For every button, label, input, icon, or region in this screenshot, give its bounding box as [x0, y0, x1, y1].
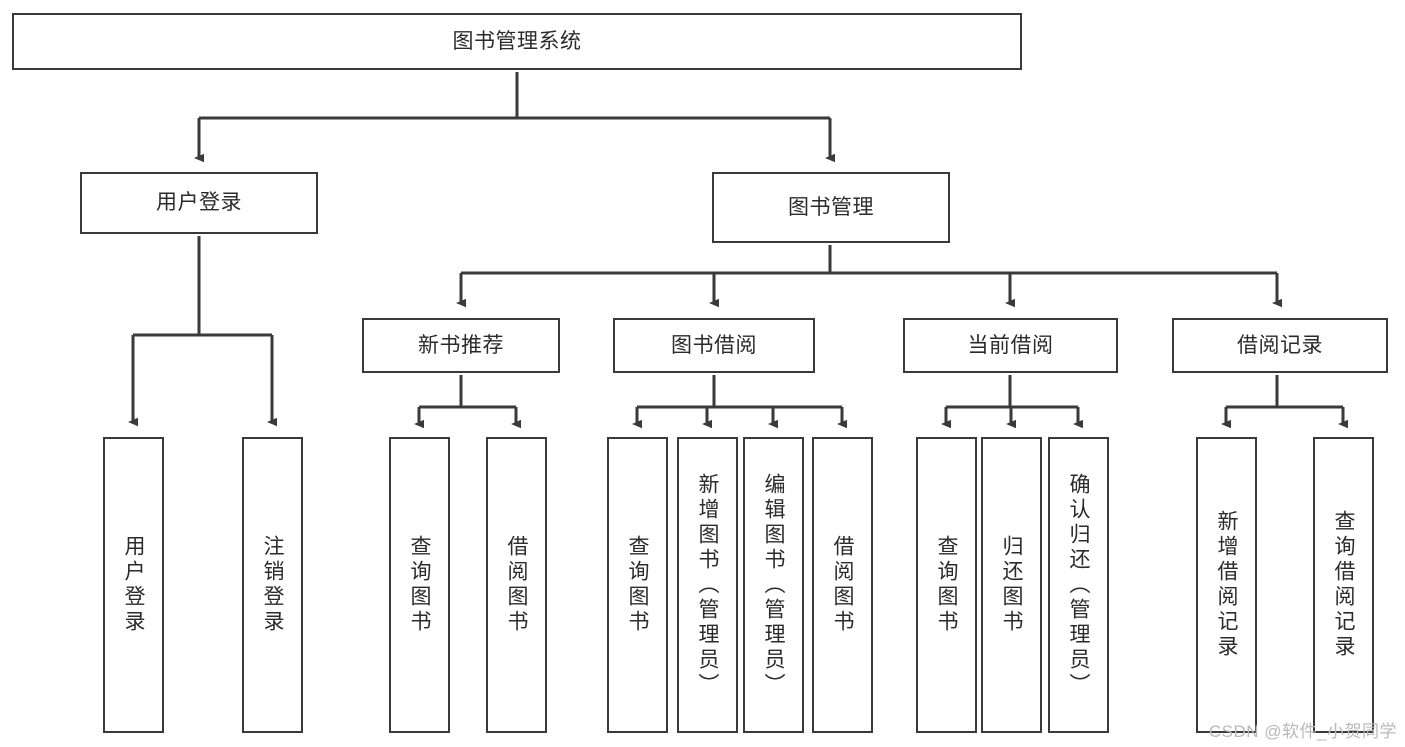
leaf-return-book-label: 归还图书 — [1000, 535, 1023, 635]
leaf-borrow-book-2-label: 借阅图书 — [831, 535, 854, 635]
node-root-label: 图书管理系统 — [452, 29, 582, 53]
node-book-borrow[interactable]: 图书借阅 — [613, 318, 815, 373]
leaf-add-record-label: 新增借阅记录 — [1215, 510, 1238, 660]
node-user-login-label: 用户登录 — [156, 191, 242, 215]
leaf-query-book-2-label: 查询图书 — [626, 535, 649, 635]
leaf-borrow-book-1-label: 借阅图书 — [505, 535, 528, 635]
node-book-management[interactable]: 图书管理 — [712, 172, 950, 243]
leaf-borrow-book-1[interactable]: 借阅图书 — [486, 437, 547, 733]
node-borrow-record[interactable]: 借阅记录 — [1172, 318, 1388, 373]
node-book-borrow-label: 图书借阅 — [671, 333, 757, 357]
leaf-query-book-3-label: 查询图书 — [935, 535, 958, 635]
leaf-user-logout[interactable]: 注销登录 — [242, 437, 303, 733]
leaf-return-book[interactable]: 归还图书 — [981, 437, 1042, 733]
node-new-book-recommend[interactable]: 新书推荐 — [362, 318, 560, 373]
leaf-user-logout-label: 注销登录 — [261, 535, 284, 635]
watermark: CSDN @软件_小贺同学 — [1208, 722, 1397, 741]
leaf-query-book-1[interactable]: 查询图书 — [389, 437, 450, 733]
leaf-user-login-label: 用户登录 — [122, 535, 145, 635]
leaf-add-book-label: 新增图书（管理员） — [696, 472, 719, 698]
node-root[interactable]: 图书管理系统 — [12, 13, 1022, 70]
node-user-login[interactable]: 用户登录 — [80, 172, 318, 234]
leaf-edit-book-label: 编辑图书（管理员） — [762, 472, 785, 698]
leaf-borrow-book-2[interactable]: 借阅图书 — [812, 437, 873, 733]
leaf-query-book-3[interactable]: 查询图书 — [916, 437, 977, 733]
leaf-query-record-label: 查询借阅记录 — [1332, 510, 1355, 660]
node-borrow-record-label: 借阅记录 — [1237, 333, 1323, 357]
leaf-edit-book[interactable]: 编辑图书（管理员） — [743, 437, 804, 733]
node-current-borrow[interactable]: 当前借阅 — [903, 318, 1118, 373]
node-book-management-label: 图书管理 — [788, 195, 874, 219]
leaf-query-book-1-label: 查询图书 — [408, 535, 431, 635]
leaf-add-record[interactable]: 新增借阅记录 — [1196, 437, 1257, 733]
node-current-borrow-label: 当前借阅 — [967, 333, 1054, 357]
leaf-user-login[interactable]: 用户登录 — [103, 437, 164, 733]
leaf-query-book-2[interactable]: 查询图书 — [607, 437, 668, 733]
leaf-query-record[interactable]: 查询借阅记录 — [1313, 437, 1374, 733]
leaf-confirm-return-label: 确认归还（管理员） — [1067, 472, 1090, 698]
leaf-confirm-return[interactable]: 确认归还（管理员） — [1048, 437, 1109, 733]
leaf-add-book[interactable]: 新增图书（管理员） — [677, 437, 738, 733]
node-new-book-recommend-label: 新书推荐 — [418, 333, 504, 357]
